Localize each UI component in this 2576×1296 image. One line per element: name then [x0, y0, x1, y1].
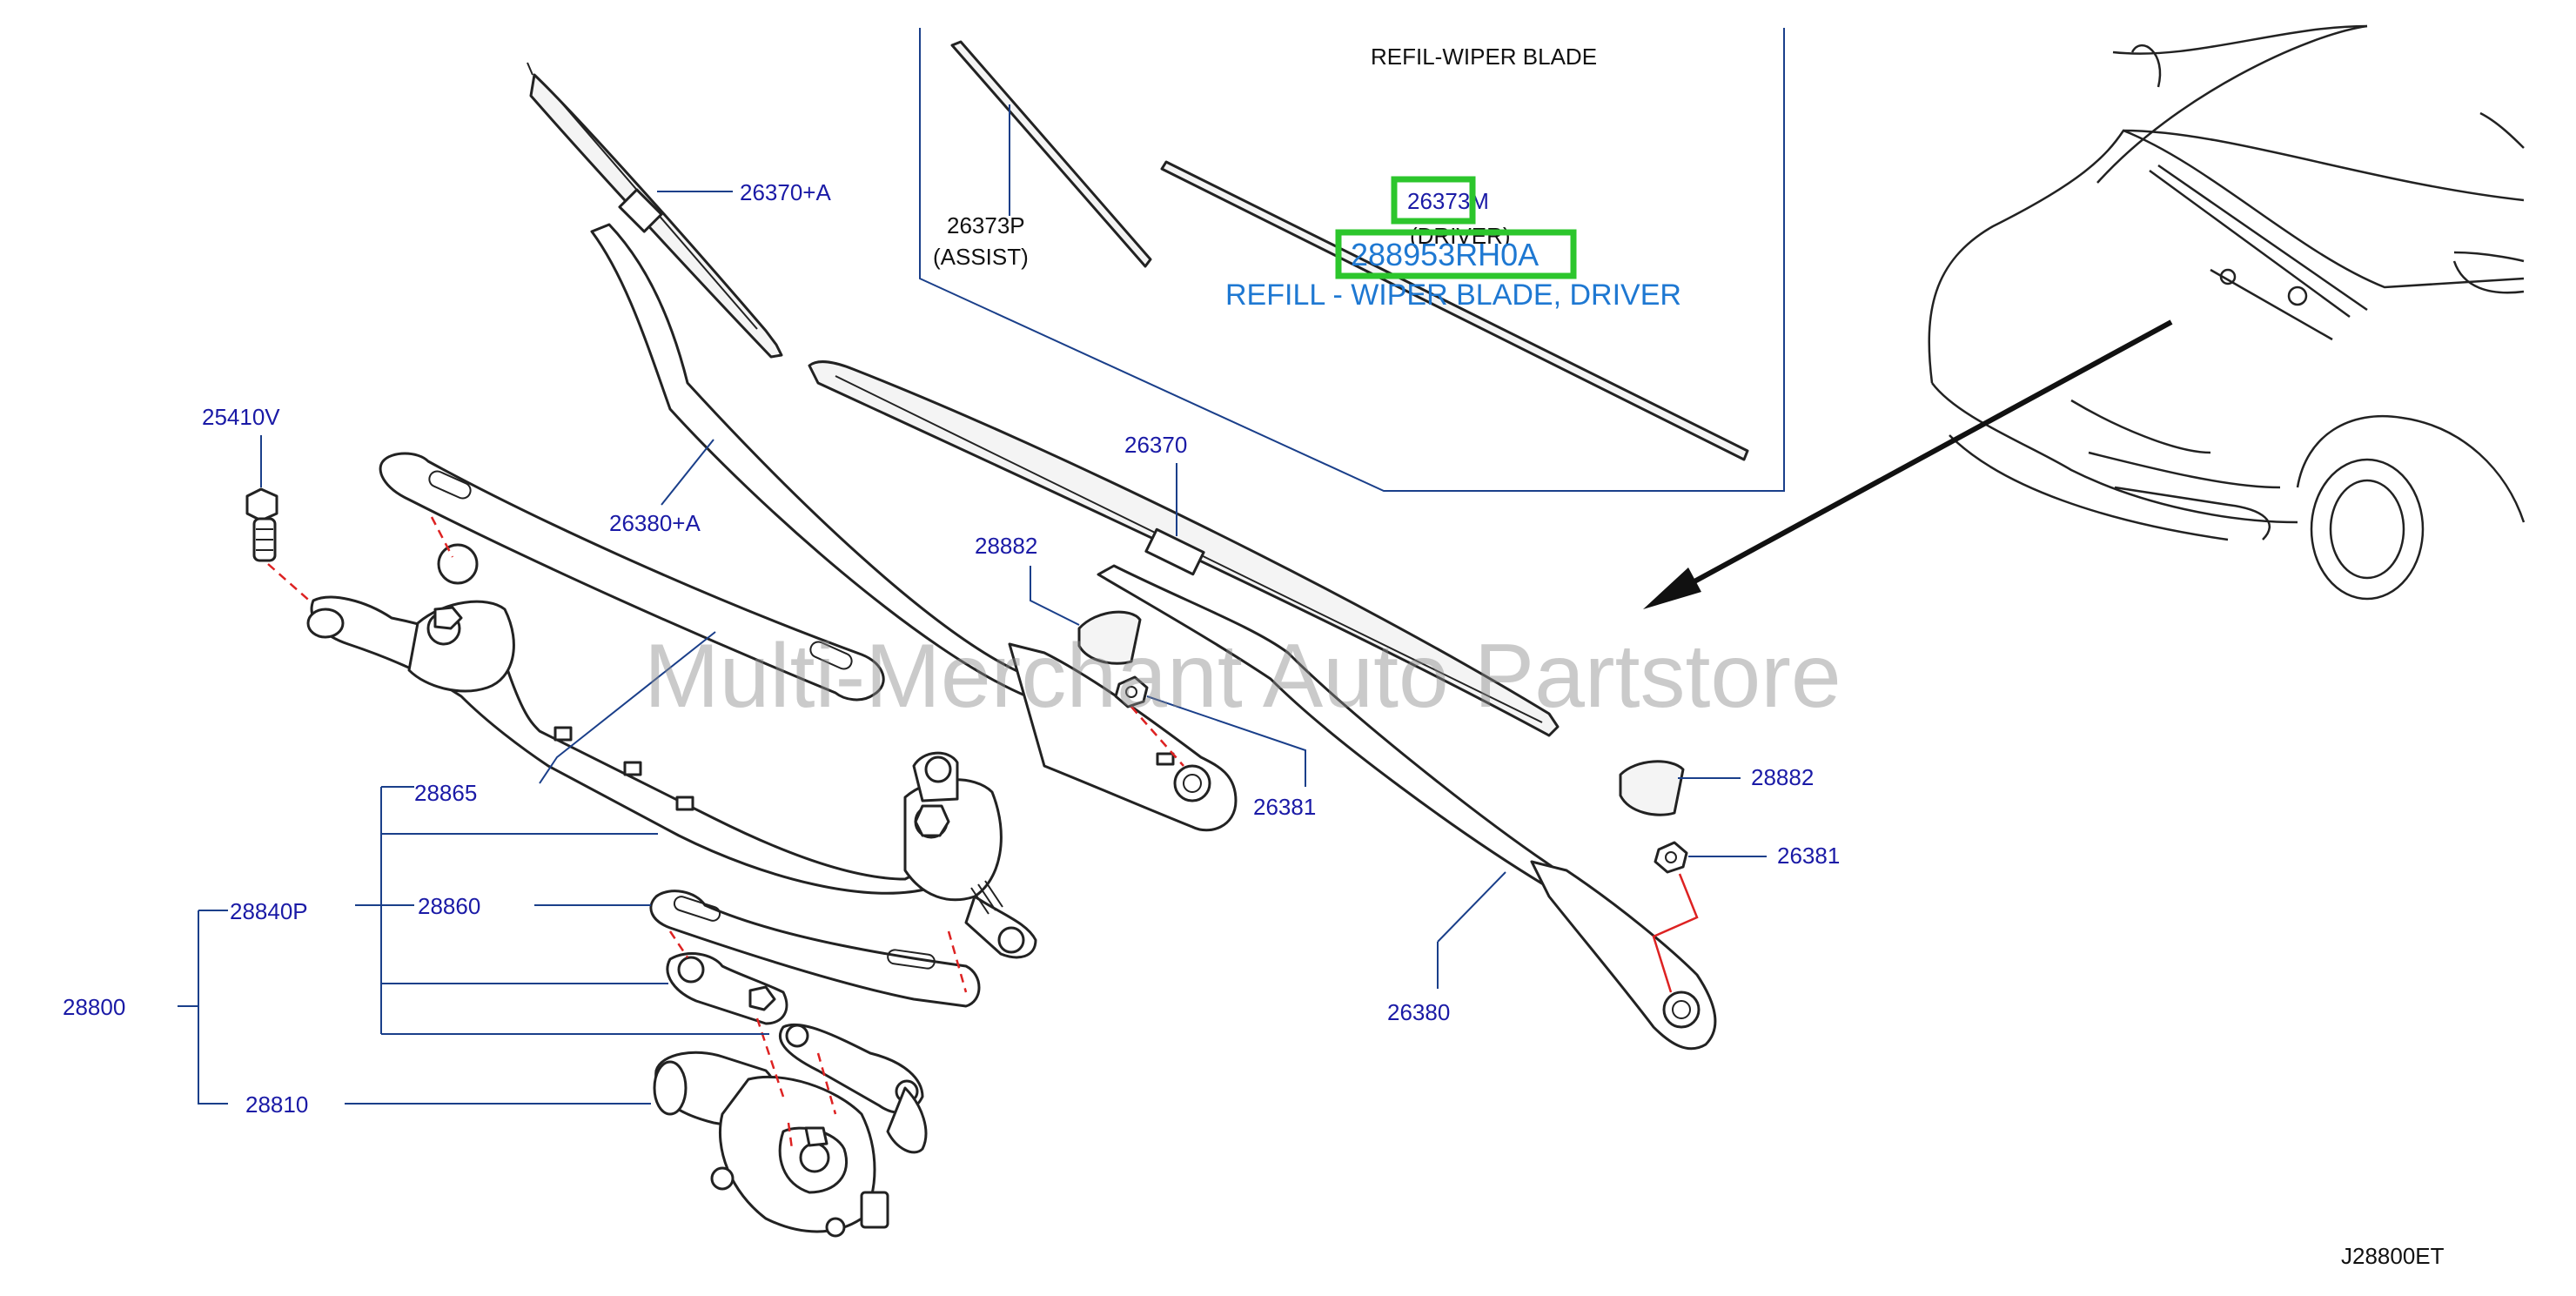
bolt-25410v: [245, 487, 278, 562]
linkage-frame-28865: [306, 452, 933, 895]
link-rod-28860: [649, 890, 981, 1025]
label-26370: 26370: [1124, 432, 1187, 458]
label-28865: 28865: [414, 780, 477, 806]
direction-arrow: [1643, 319, 2173, 609]
wiper-blade-assist: [527, 62, 783, 359]
label-26380a: 26380+A: [609, 510, 701, 536]
highlight-part-number[interactable]: 288953RH0A: [1351, 237, 1539, 272]
watermark: Multi-Merchant Auto Partstore: [644, 626, 1841, 727]
inset-frame: [919, 28, 1785, 492]
leader-26380a: [661, 439, 714, 506]
assembly-brackets: [178, 786, 769, 1105]
nut-26381-a: [1114, 675, 1149, 708]
label-28810: 28810: [245, 1091, 308, 1118]
cap-28882-a: [1077, 610, 1142, 665]
label-25410v: 25410V: [202, 404, 280, 430]
assist-refill-strip: [950, 40, 1152, 268]
leader-26380: [1437, 871, 1506, 943]
pivot-driver: [903, 751, 1037, 959]
label-28882-b: 28882: [1751, 764, 1814, 790]
label-28800: 28800: [63, 994, 125, 1020]
inset-title: REFIL-WIPER BLADE: [1371, 44, 1597, 70]
wiper-arm-driver: [1097, 564, 1717, 1051]
label-26370a: 26370+A: [740, 179, 831, 205]
label-assist-note: (ASSIST): [933, 244, 1029, 270]
leader-28882-a: [1030, 566, 1080, 626]
label-28882-a: 28882: [975, 533, 1037, 559]
cap-28882-b: [1619, 760, 1685, 816]
label-26373p: 26373P: [947, 212, 1025, 238]
wiper-motor-28810: [653, 1023, 928, 1238]
label-28860: 28860: [418, 893, 480, 919]
highlight-box-26373m: [1391, 176, 1476, 225]
label-26381-a: 26381: [1253, 794, 1316, 820]
wiper-arm-assist: [590, 223, 1238, 832]
wiper-blade-driver: [808, 360, 1560, 737]
highlight-box-part: [1335, 229, 1577, 279]
nut-26381-b: [1654, 841, 1688, 874]
label-26381-b: 26381: [1777, 843, 1840, 869]
car-illustration: [1928, 24, 2526, 601]
leader-28865: [539, 631, 716, 784]
highlight-description[interactable]: REFILL - WIPER BLADE, DRIVER: [1225, 279, 1681, 312]
driver-refill-strip: [1160, 160, 1749, 461]
refill-inset: REFIL-WIPER BLADE 26373P (ASSIST) 26373M…: [919, 28, 1785, 492]
label-28840p: 28840P: [230, 898, 308, 924]
label-driver-note: (DRIVER): [1410, 223, 1511, 249]
diagram-code: J28800ET: [2341, 1243, 2445, 1269]
label-26380: 26380: [1387, 999, 1450, 1025]
leader-26381-a: [1146, 695, 1306, 787]
label-26373m: 26373M: [1407, 188, 1489, 214]
